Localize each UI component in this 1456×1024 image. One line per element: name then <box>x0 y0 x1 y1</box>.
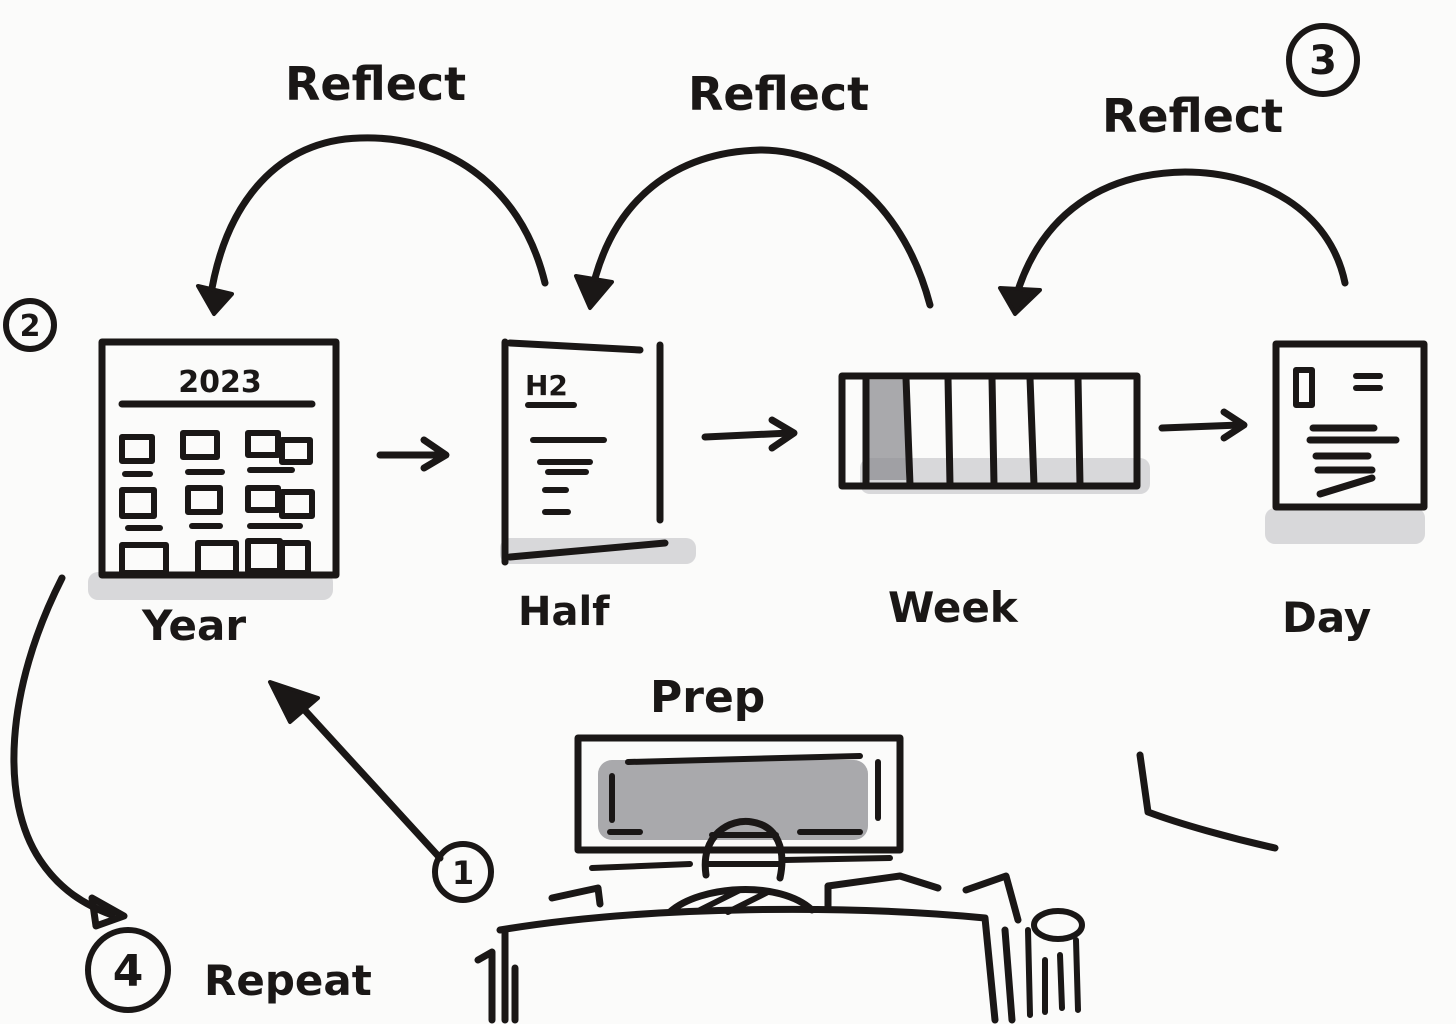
prep-desk-scene <box>474 734 1085 1024</box>
svg-text:1: 1 <box>452 854 474 892</box>
step-marker-1: 1 <box>432 841 494 903</box>
reflect-label-2: Reflect <box>688 67 869 121</box>
half-label-text: H2 <box>525 369 568 402</box>
arrow-week-to-day <box>1158 408 1248 442</box>
repeat-arrow <box>10 574 128 930</box>
week-bar-icon <box>838 372 1150 494</box>
reflect-arc-half-to-year <box>196 134 549 316</box>
person-head <box>701 817 786 882</box>
day-document-icon <box>1265 340 1428 544</box>
stray-mark <box>1136 751 1279 852</box>
repeat-label: Repeat <box>204 956 372 1005</box>
step-marker-2: 2 <box>3 298 57 352</box>
svg-text:2: 2 <box>20 309 41 344</box>
prep-label: Prep <box>650 672 765 723</box>
half-document-icon: H2 <box>500 338 696 566</box>
desk-top <box>496 905 999 1024</box>
year-calendar-icon: 2023 <box>88 338 340 600</box>
svg-text:3: 3 <box>1309 38 1337 84</box>
reflect-arc-day-to-week <box>998 168 1349 316</box>
arrow-prep-to-year <box>268 680 444 862</box>
week-label: Week <box>888 583 1019 632</box>
half-label: Half <box>518 589 610 635</box>
arrow-year-to-half <box>376 436 450 472</box>
day-label: Day <box>1282 593 1371 642</box>
year-label: Year <box>141 601 246 650</box>
reflect-label-1: Reflect <box>285 57 466 111</box>
svg-text:4: 4 <box>113 946 144 997</box>
reflect-label-3: Reflect <box>1102 89 1283 143</box>
arrow-half-to-week <box>701 416 798 452</box>
step-marker-4: 4 <box>85 927 171 1013</box>
reflect-arc-week-to-half <box>574 146 934 310</box>
calendar-year-text: 2023 <box>178 365 262 400</box>
step-marker-3: 3 <box>1286 23 1360 97</box>
cup <box>1031 908 1085 942</box>
monitor-screen <box>598 760 868 840</box>
